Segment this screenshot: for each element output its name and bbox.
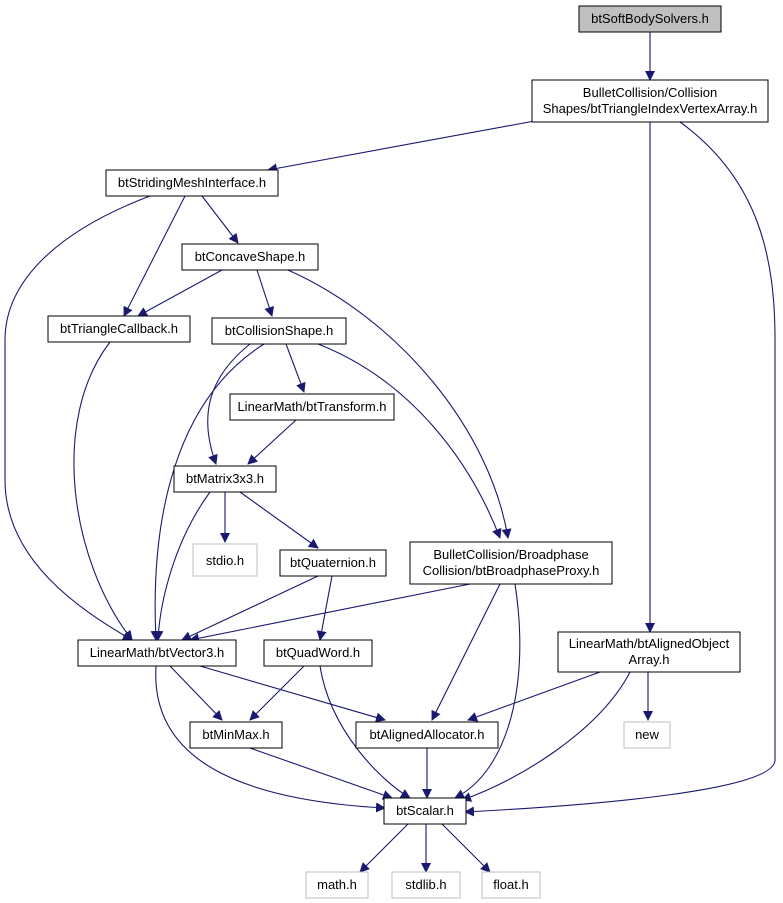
- node-label: LinearMath/btVector3.h: [90, 645, 224, 660]
- node-stdio[interactable]: stdio.h: [192, 543, 258, 577]
- node-bt-striding-mesh-interface[interactable]: btStridingMeshInterface.h: [105, 169, 279, 197]
- nodes: btSoftBodySolvers.h BulletCollision/Coll…: [47, 5, 769, 899]
- node-label-line-1: LinearMath/btAlignedObject: [569, 636, 730, 651]
- node-label-line-1: BulletCollision/Broadphase: [433, 547, 588, 562]
- edge-matrix3x3-to-quaternion: [239, 491, 319, 549]
- node-bt-matrix3x3[interactable]: btMatrix3x3.h: [173, 465, 277, 493]
- edge-scalar-to-float: [441, 823, 491, 873]
- node-label: btAlignedAllocator.h: [370, 727, 485, 742]
- node-label: stdio.h: [206, 553, 244, 568]
- node-bt-concave-shape[interactable]: btConcaveShape.h: [181, 243, 319, 271]
- node-label-line-2: Shapes/btTriangleIndexVertexArray.h: [543, 101, 758, 116]
- edge-stridingmeshinterface-to-vector3: [4, 195, 151, 641]
- edge-collisionshape-to-transform: [285, 343, 306, 393]
- node-bt-soft-body-solvers[interactable]: btSoftBodySolvers.h: [578, 5, 722, 33]
- node-bt-quaternion[interactable]: btQuaternion.h: [279, 549, 387, 577]
- edge-concaveshape-to-trianglecallback: [137, 269, 223, 317]
- edge-quaternion-to-vector3: [181, 575, 319, 641]
- node-stdlib[interactable]: stdlib.h: [391, 871, 461, 899]
- node-label: btQuadWord.h: [276, 645, 360, 660]
- node-label: new: [635, 727, 659, 742]
- node-label: btConcaveShape.h: [195, 249, 306, 264]
- node-label: btStridingMeshInterface.h: [118, 175, 266, 190]
- edge-minmax-to-scalar: [249, 747, 393, 800]
- node-label: btSoftBodySolvers.h: [591, 11, 709, 26]
- node-label: float.h: [493, 877, 528, 892]
- edge-vector3-to-alignedallocator: [199, 665, 386, 723]
- edge-collisionshape-to-matrix3x3: [207, 343, 251, 465]
- edge-quadword-to-scalar: [319, 665, 411, 799]
- node-label: btCollisionShape.h: [225, 323, 333, 338]
- node-linear-math-bt-vector3[interactable]: LinearMath/btVector3.h: [77, 639, 237, 667]
- node-label: btScalar.h: [396, 803, 454, 818]
- edge-scalar-to-math: [359, 823, 409, 873]
- edge-alignedobjectarray-to-alignedallocator: [467, 671, 601, 722]
- edge-triangleindexvertexarray-to-scalar: [464, 121, 776, 817]
- node-bt-scalar[interactable]: btScalar.h: [383, 797, 467, 825]
- edge-vector3-to-scalar: [155, 665, 386, 813]
- edge-quadword-to-minmax: [249, 665, 305, 721]
- edge-collisionshape-to-broadphaseproxy: [317, 343, 502, 539]
- node-bullet-collision-bt-broadphase-proxy[interactable]: BulletCollision/Broadphase Collision/btB…: [409, 541, 613, 585]
- node-bt-quad-word[interactable]: btQuadWord.h: [263, 639, 373, 667]
- edge-broadphaseproxy-to-vector3: [189, 583, 471, 644]
- node-float[interactable]: float.h: [481, 871, 541, 899]
- node-bt-aligned-allocator[interactable]: btAlignedAllocator.h: [355, 721, 499, 749]
- edge-stridingmeshinterface-to-trianglecallback: [123, 195, 186, 317]
- node-linear-math-bt-aligned-object-array[interactable]: LinearMath/btAlignedObject Array.h: [557, 631, 741, 673]
- node-label: LinearMath/btTransform.h: [237, 399, 386, 414]
- node-new[interactable]: new: [623, 721, 671, 749]
- edge-vector3-to-minmax: [169, 665, 223, 721]
- node-label-line-2: Collision/btBroadphaseProxy.h: [423, 563, 600, 578]
- edge-broadphaseproxy-to-scalar: [454, 583, 521, 799]
- node-label: btQuaternion.h: [290, 555, 376, 570]
- edge-quaternion-to-quadword: [316, 575, 333, 641]
- edge-trianglecallback-to-vector3: [73, 341, 133, 641]
- edge-broadphaseproxy-to-alignedallocator: [431, 583, 501, 721]
- node-label-line-1: BulletCollision/Collision: [583, 85, 717, 100]
- node-bt-min-max[interactable]: btMinMax.h: [189, 721, 283, 749]
- edge-transform-to-matrix3x3: [247, 419, 297, 465]
- node-bt-triangle-index-vertex-array[interactable]: BulletCollision/Collision Shapes/btTrian…: [531, 79, 769, 123]
- node-bt-collision-shape[interactable]: btCollisionShape.h: [211, 317, 347, 345]
- node-label: math.h: [317, 877, 357, 892]
- edge-concaveshape-to-collisionshape: [256, 269, 274, 317]
- edge-matrix3x3-to-vector3: [153, 491, 211, 641]
- edge-alignedobjectarray-to-scalar: [461, 671, 631, 802]
- node-math[interactable]: math.h: [305, 871, 369, 899]
- node-label: btMatrix3x3.h: [186, 471, 264, 486]
- node-label: btMinMax.h: [202, 727, 269, 742]
- node-bt-triangle-callback[interactable]: btTriangleCallback.h: [47, 315, 191, 343]
- node-linear-math-bt-transform[interactable]: LinearMath/btTransform.h: [229, 393, 395, 421]
- edge-triangleindexvertexarray-to-stridingmeshinterface: [267, 119, 541, 174]
- node-label: btTriangleCallback.h: [60, 321, 178, 336]
- edge-stridingmeshinterface-to-concaveshape: [201, 195, 239, 244]
- node-label: stdlib.h: [405, 877, 446, 892]
- edge-concaveshape-to-broadphaseproxy: [287, 269, 512, 539]
- node-label-line-2: Array.h: [629, 652, 670, 667]
